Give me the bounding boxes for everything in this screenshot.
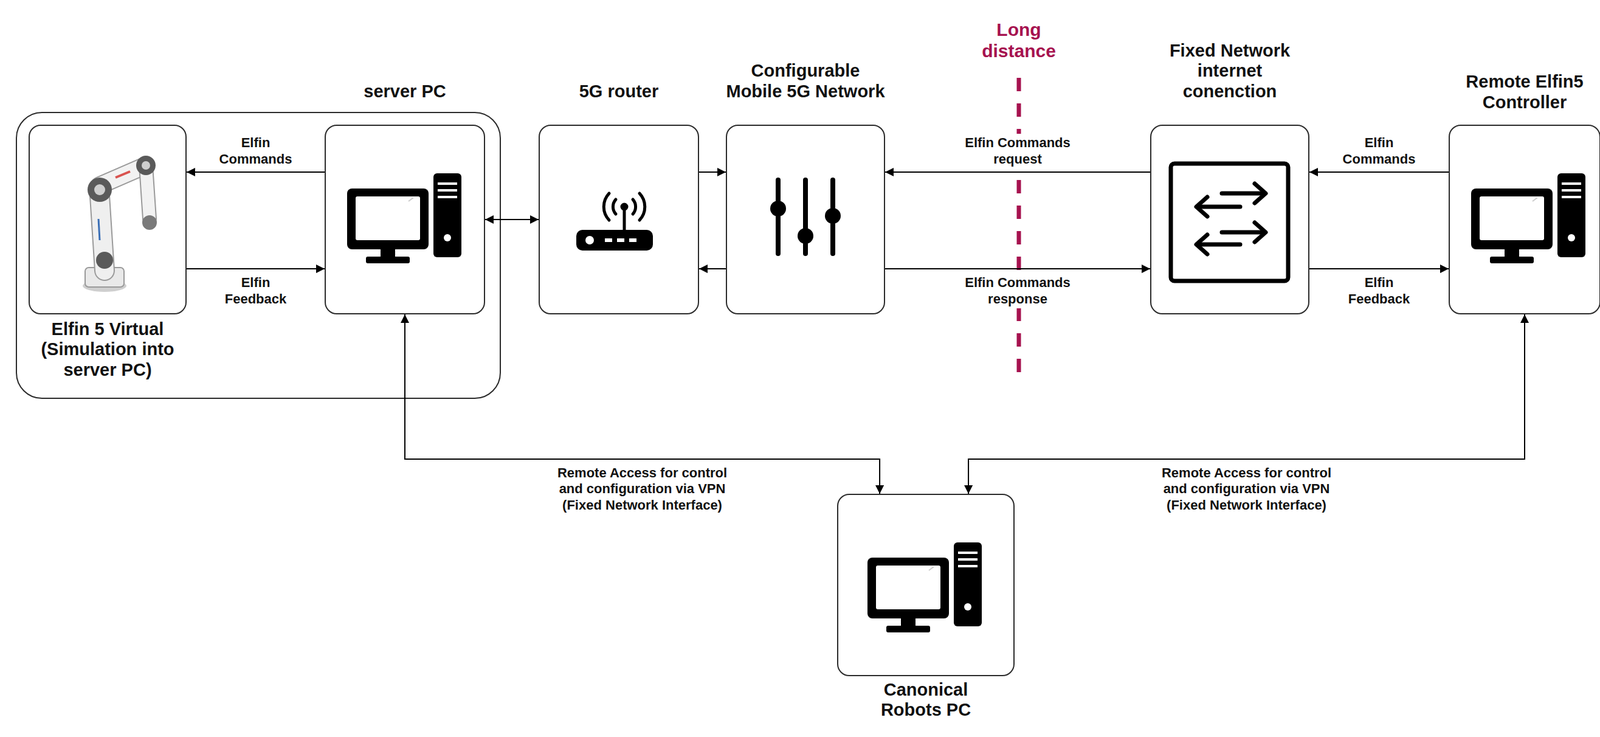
edge-label: Elfin Commands response — [950, 273, 1085, 309]
node-heading: Fixed Network internet conenction — [1150, 40, 1310, 102]
node-heading: Remote Elfin5 Controller — [1448, 71, 1600, 113]
router-icon-part — [623, 210, 627, 230]
robot-arm-illustration-part — [94, 184, 106, 196]
robot-arm-illustration-part — [142, 215, 157, 230]
router-icon-part — [632, 199, 636, 214]
robot-arm-illustration-part — [98, 218, 100, 241]
connector-arrow — [186, 171, 325, 173]
switch-icon-part — [1254, 183, 1266, 204]
server-group-outline — [16, 112, 501, 399]
robot-arm-illustration-part — [136, 155, 156, 176]
switch-icon-part — [1196, 196, 1208, 217]
box-outline — [725, 124, 886, 315]
network-box: Fixed Network internet conenction — [1150, 124, 1310, 315]
box-outline — [28, 124, 187, 315]
switch-icon-part — [1197, 242, 1241, 247]
mixer-icon-part — [797, 227, 814, 244]
node-heading: server PC — [313, 81, 497, 102]
mixer-icon-part — [775, 179, 781, 254]
illustration-layer-part — [867, 542, 982, 633]
switch-icon-part — [1196, 234, 1208, 255]
connector-arrow — [186, 268, 325, 270]
switch-icon-part — [1170, 163, 1289, 281]
mixer-icon-part — [824, 207, 841, 224]
network-box: Configurable Mobile 5G Network — [725, 124, 886, 315]
edge-label: Elfin Feedback — [213, 273, 299, 309]
connector-arrow — [885, 171, 1151, 173]
computer-box: server PC — [324, 124, 486, 315]
router-icon-part — [576, 229, 653, 251]
router-icon-part — [617, 238, 625, 242]
router-icon-part — [585, 235, 594, 245]
robot-arm-illustration-part — [87, 177, 112, 202]
router-icon — [576, 193, 653, 251]
switch-icon-part — [1197, 204, 1241, 210]
edge-label: Elfin Feedback — [1336, 273, 1422, 309]
robot-arm-illustration-part — [141, 161, 151, 170]
connector-arrow — [699, 171, 726, 173]
connector-arrow — [699, 268, 726, 270]
switch-icon-part — [1254, 222, 1266, 242]
node-heading: Configurable Mobile 5G Network — [725, 60, 886, 102]
mixer-icon-part — [770, 200, 787, 217]
switch-icon — [1170, 163, 1289, 281]
long-distance-divider — [1017, 77, 1022, 374]
router-icon-part — [604, 238, 613, 242]
robot-arm-illustration-part — [96, 251, 114, 269]
node-heading: Canonical Robots PC — [865, 679, 987, 721]
box-outline — [538, 124, 700, 315]
switch-icon-part — [1221, 191, 1265, 196]
computer-box: Remote Elfin5 Controller — [1448, 124, 1600, 315]
box-outline — [324, 124, 486, 315]
router-icon-part — [629, 238, 637, 242]
node-heading: Elfin 5 Virtual (Simulation into server … — [22, 319, 193, 380]
router-icon-part — [603, 193, 610, 221]
robot-arm-illustration-part — [115, 171, 131, 178]
edge-label: Elfin Commands request — [950, 133, 1085, 169]
robot-arm-illustration — [82, 155, 157, 292]
box-outline — [837, 493, 1015, 676]
box-outline — [1150, 124, 1310, 315]
router-box: 5G router — [538, 124, 700, 315]
connector-arrow — [885, 268, 1151, 270]
router-icon-part — [639, 193, 645, 221]
node-heading: 5G router — [527, 81, 711, 102]
robot-box: Elfin 5 Virtual (Simulation into server … — [28, 124, 187, 315]
edge-label: Remote Access for control and configurat… — [551, 463, 734, 515]
switch-icon-part — [1221, 230, 1265, 235]
connector-arrow — [485, 218, 539, 221]
edge-label: Elfin Commands — [213, 133, 299, 169]
illustration-layer-part — [1471, 173, 1586, 264]
edge-label: Remote Access for control and configurat… — [1155, 463, 1338, 515]
router-icon-part — [621, 204, 627, 210]
connector-arrow — [1309, 171, 1449, 173]
router-icon-part — [612, 199, 616, 214]
region-label: Long distance — [967, 19, 1071, 62]
edge-label: Elfin Commands — [1336, 133, 1422, 169]
illustration-layer-part — [347, 173, 462, 264]
box-outline — [1448, 124, 1600, 315]
connector-arrow — [1309, 268, 1449, 270]
mixer-icon — [770, 179, 841, 254]
computer-box: Canonical Robots PC — [837, 493, 1015, 676]
